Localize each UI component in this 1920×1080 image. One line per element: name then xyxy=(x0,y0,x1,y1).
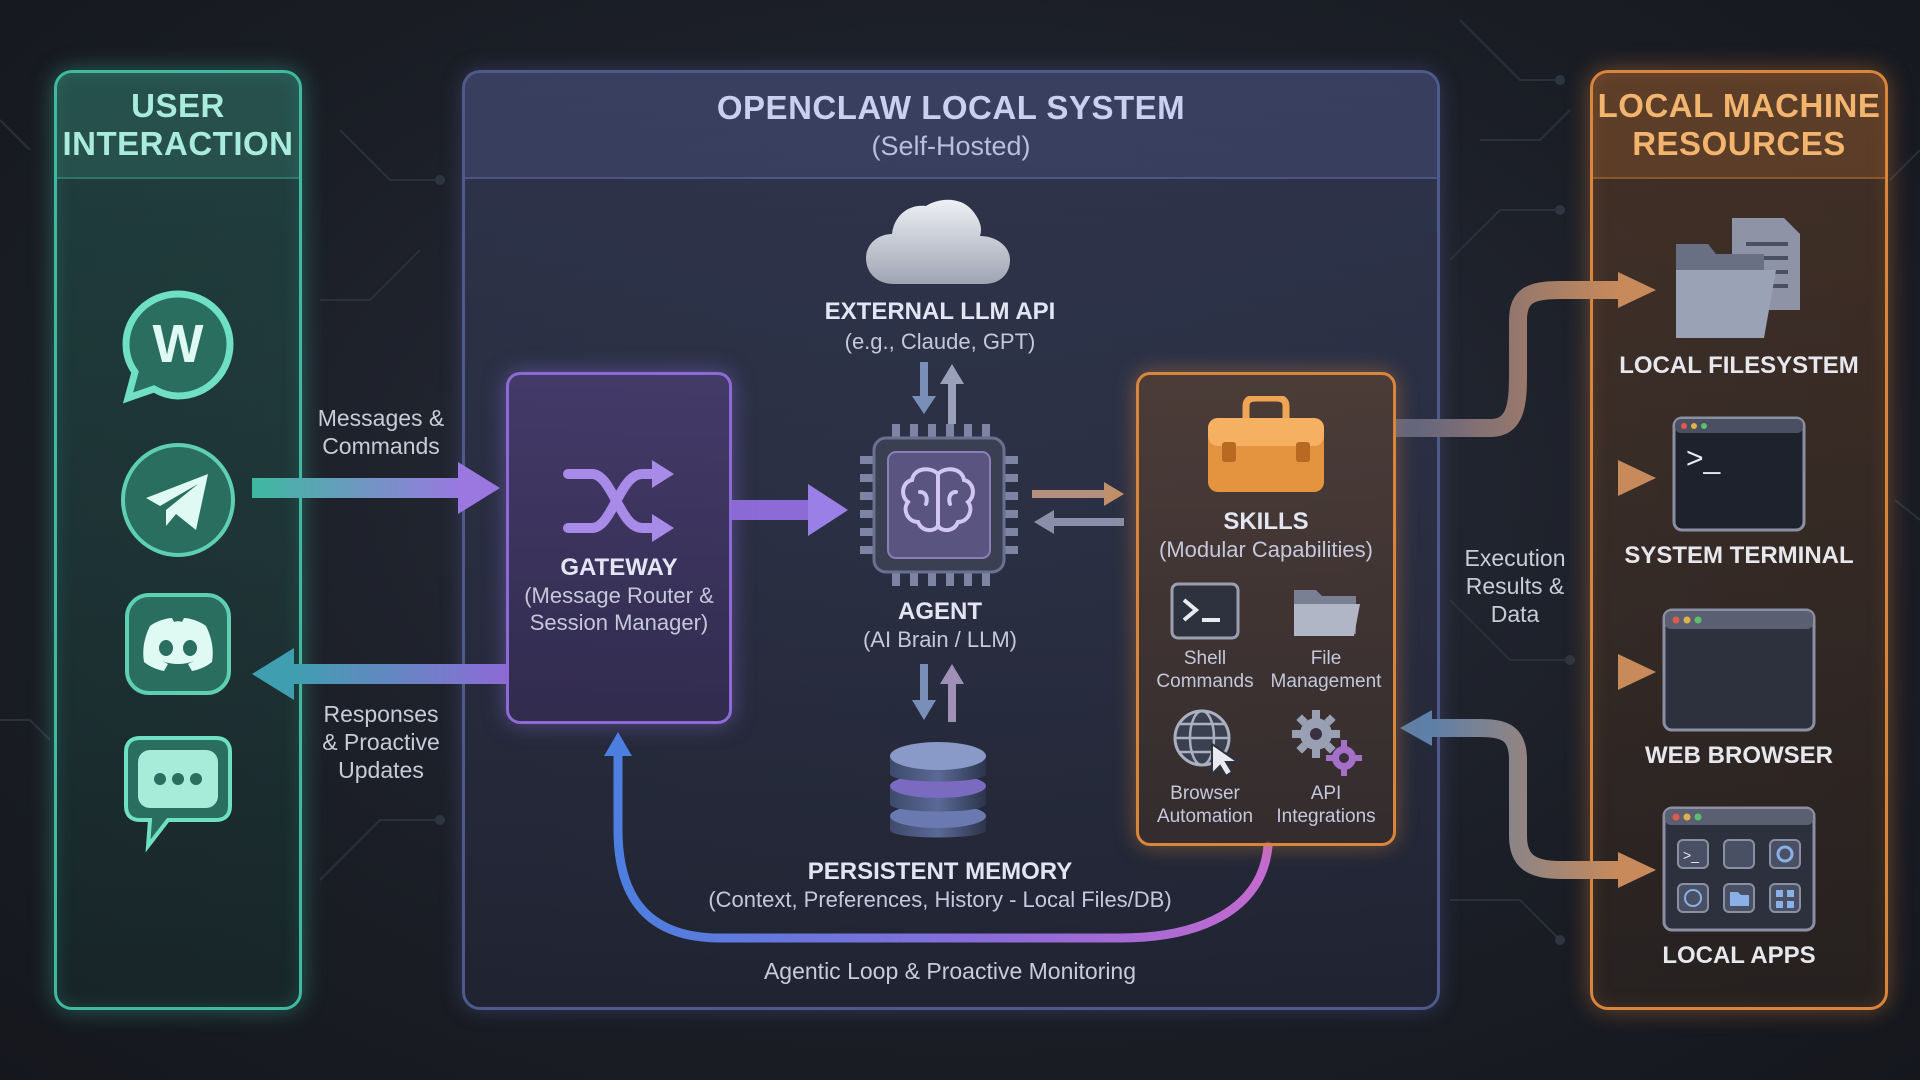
toolbox-icon xyxy=(1208,396,1324,492)
agent-title: AGENT xyxy=(898,598,982,625)
agent-chip-brain-icon[interactable] xyxy=(858,422,1020,588)
execution-results-label: Execution Results & Data xyxy=(1430,544,1600,628)
agentic-loop-label: Agentic Loop & Proactive Monitoring xyxy=(763,958,1137,984)
execution-label-line3: Data xyxy=(1490,601,1540,627)
gateway-subtitle: (Message Router & Session Manager) xyxy=(506,582,732,636)
chat-bubble-icon[interactable] xyxy=(122,734,234,854)
skill-api-line2: Integrations xyxy=(1276,806,1376,827)
responses-out-label-line1: Responses xyxy=(323,701,439,727)
messages-in-arrow xyxy=(252,462,500,514)
messages-in-label-line2: Commands xyxy=(322,433,440,459)
responses-out-label: Responses & Proactive Updates xyxy=(300,700,462,784)
memory-title: PERSISTENT MEMORY xyxy=(807,858,1073,885)
agentic-loop-arrow xyxy=(604,732,1273,943)
file-folder-icon[interactable] xyxy=(1290,582,1362,640)
agent-memory-arrows xyxy=(912,664,964,722)
resource-terminal-label: SYSTEM TERMINAL xyxy=(1624,542,1854,569)
llm-agent-arrows xyxy=(912,362,964,424)
system-panel-title: OPENCLAW LOCAL SYSTEM xyxy=(716,88,1186,126)
skill-browser-line2: Automation xyxy=(1156,806,1254,827)
llm-title: EXTERNAL LLM API xyxy=(824,298,1056,325)
terminal-prompt: >_ xyxy=(1686,442,1722,475)
database-icon xyxy=(890,742,986,838)
resources-panel-title-line1: LOCAL MACHINE xyxy=(1597,87,1881,124)
system-panel-header: OPENCLAW LOCAL SYSTEM (Self-Hosted) xyxy=(465,73,1437,179)
gateway-title: GATEWAY xyxy=(560,554,678,581)
resource-apps-label: LOCAL APPS xyxy=(1662,942,1816,969)
resource-filesystem-label: LOCAL FILESYSTEM xyxy=(1619,352,1859,379)
terminal-window-icon[interactable]: >_ xyxy=(1672,416,1806,532)
execution-label-line2: Results & xyxy=(1465,573,1565,599)
skill-browser-label: Browser Automation xyxy=(1140,782,1270,828)
messages-in-label-line1: Messages & xyxy=(317,405,445,431)
skill-shell-line2: Commands xyxy=(1156,671,1254,692)
agent-subtitle: (AI Brain / LLM) xyxy=(862,627,1018,652)
whatsapp-letter: W xyxy=(153,314,204,374)
app-grid-icon[interactable]: >_ xyxy=(1662,806,1816,932)
memory-subtitle: (Context, Preferences, History - Local F… xyxy=(708,887,1172,912)
skills-to-resources-arrows xyxy=(1396,272,1656,888)
skill-browser-line1: Browser xyxy=(1170,783,1240,804)
whatsapp-icon[interactable]: W xyxy=(118,286,238,406)
user-panel-title-line1: USER xyxy=(131,87,225,124)
shell-terminal-icon[interactable] xyxy=(1170,582,1240,640)
system-panel-subtitle: (Self-Hosted) xyxy=(871,130,1031,161)
messages-in-label: Messages & Commands xyxy=(300,404,462,460)
gateway-box[interactable] xyxy=(506,372,732,724)
skills-subtitle: (Modular Capabilities) xyxy=(1159,537,1373,562)
app-terminal-prompt: >_ xyxy=(1683,847,1699,863)
resource-browser-label: WEB BROWSER xyxy=(1645,742,1833,769)
skill-file-line1: File xyxy=(1310,648,1342,669)
gears-icon[interactable] xyxy=(1290,708,1364,778)
responses-out-arrow xyxy=(252,648,508,700)
shuffle-icon xyxy=(563,460,674,542)
gateway-subtitle-line1: (Message Router & xyxy=(524,583,714,608)
skills-title: SKILLS xyxy=(1223,508,1309,535)
responses-out-label-line3: Updates xyxy=(338,757,424,783)
globe-cursor-icon[interactable] xyxy=(1172,708,1242,778)
cloud-icon xyxy=(866,199,1010,284)
skill-shell-line1: Shell xyxy=(1183,648,1227,669)
gateway-to-agent-arrow xyxy=(732,484,848,536)
gateway-subtitle-line2: Session Manager) xyxy=(529,610,709,635)
skill-file-line2: Management xyxy=(1270,671,1382,692)
browser-window-icon[interactable] xyxy=(1662,608,1816,732)
skill-api-line1: API xyxy=(1310,783,1342,804)
skill-file-label: File Management xyxy=(1260,647,1392,693)
resources-panel-title-line2: RESOURCES xyxy=(1632,125,1846,162)
skill-api-label: API Integrations xyxy=(1260,782,1392,828)
responses-out-label-line2: & Proactive xyxy=(322,729,440,755)
folder-documents-icon[interactable] xyxy=(1672,214,1804,342)
llm-subtitle: (e.g., Claude, GPT) xyxy=(844,329,1036,354)
telegram-icon[interactable] xyxy=(118,440,238,560)
skill-shell-label: Shell Commands xyxy=(1140,647,1270,693)
execution-label-line1: Execution xyxy=(1464,545,1566,571)
agent-skills-arrows xyxy=(1032,482,1124,534)
user-panel-title-line2: INTERACTION xyxy=(62,125,294,162)
discord-icon[interactable] xyxy=(124,592,232,696)
